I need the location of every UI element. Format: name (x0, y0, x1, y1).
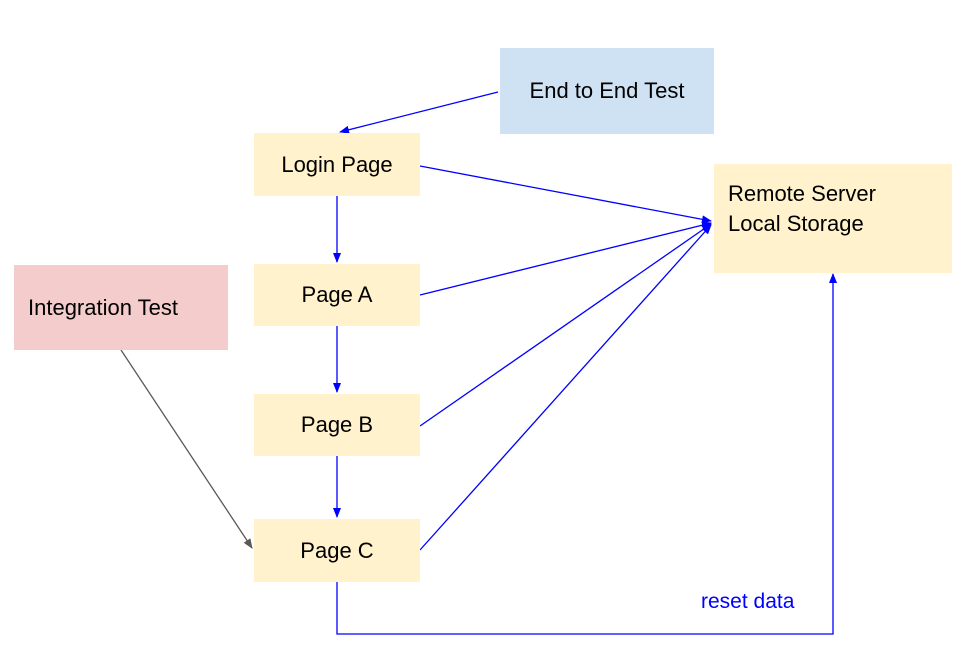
edge-e2e-to-login (339, 91, 499, 134)
local-storage-line: Local Storage (728, 211, 864, 236)
page-b-label: Page B (300, 412, 374, 437)
login-page-node: Login Page (254, 133, 420, 196)
page-c-node: Page C (254, 519, 420, 582)
remote-server-line: Remote Server (728, 181, 876, 206)
remote-server-node: Remote Server Local Storage (714, 164, 952, 273)
page-a-node: Page A (254, 264, 420, 326)
page-c-label: Page C (300, 537, 374, 563)
remote-server-text: Remote Server Local Storage (728, 179, 876, 239)
edge-page-c-to-remote (419, 224, 712, 551)
edge-integration-to-page-c (120, 349, 253, 549)
integration-test-label: Integration Test (28, 294, 179, 320)
edge-page-a-to-remote (419, 221, 712, 296)
end-to-end-test-label: End to End Test (529, 78, 685, 103)
end-to-end-test-node: End to End Test (500, 48, 714, 134)
page-a-label: Page A (301, 282, 373, 307)
reset-data-label: reset data (701, 590, 795, 613)
edge-page-b-to-remote (419, 223, 712, 427)
login-page-label: Login Page (281, 151, 393, 177)
integration-test-node: Integration Test (14, 265, 228, 350)
page-b-node: Page B (254, 394, 420, 456)
edge-login-to-remote (419, 165, 712, 224)
edge-reset-data (336, 273, 837, 635)
